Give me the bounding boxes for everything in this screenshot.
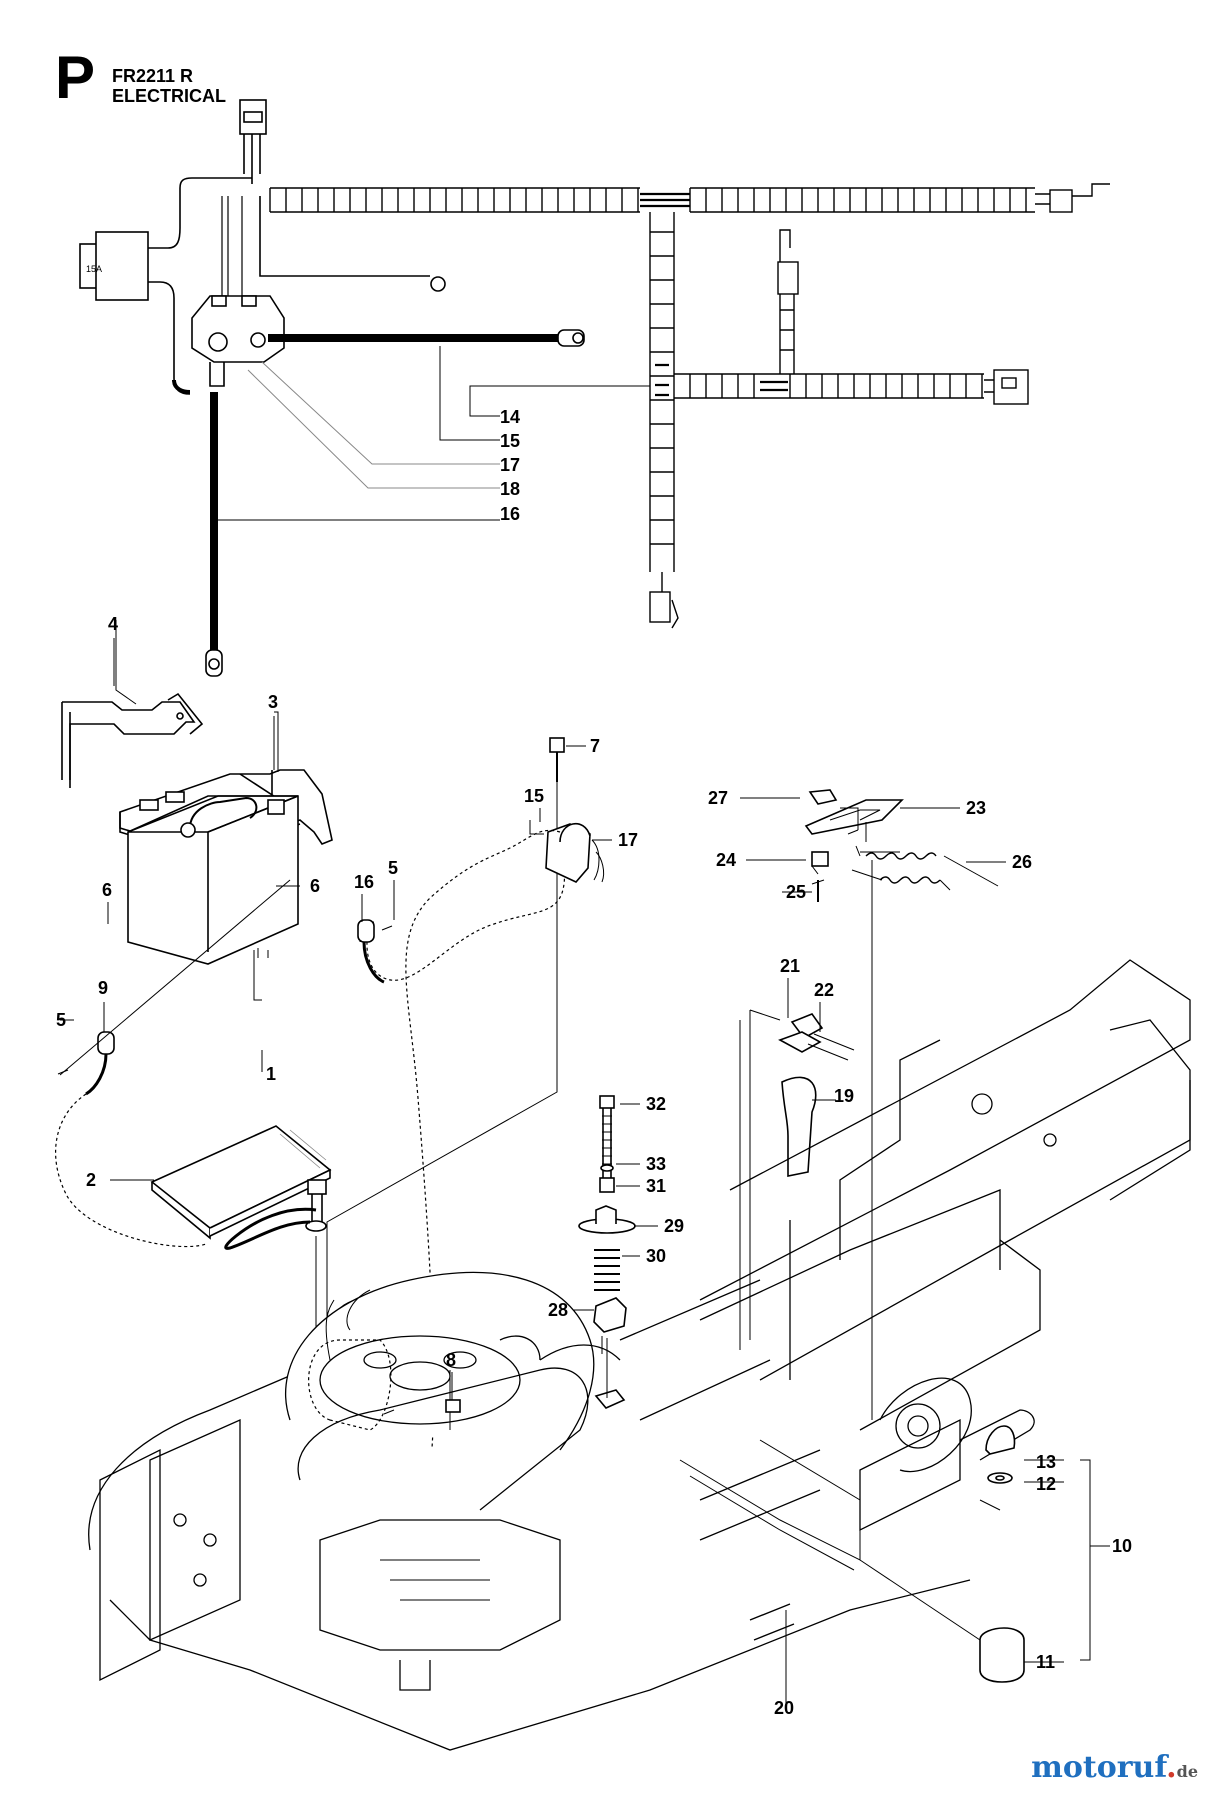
model-number: FR2211 R — [112, 66, 194, 86]
solenoid-block — [191, 196, 285, 387]
callout-9: 9 — [98, 978, 108, 998]
callout-31: 31 — [646, 1176, 666, 1196]
callout-16: 16 — [500, 504, 520, 524]
callout-17b: 17 — [618, 830, 638, 850]
leaders-top — [218, 346, 650, 521]
callout-15: 15 — [500, 431, 520, 451]
callout-7: 7 — [590, 736, 600, 756]
battery-bracket — [61, 620, 204, 788]
starter-solenoid-unit — [405, 822, 605, 1449]
svg-text:15A: 15A — [86, 264, 102, 274]
callout-12: 12 — [1036, 1474, 1056, 1494]
side-conduit — [674, 229, 1029, 405]
callout-21: 21 — [780, 956, 800, 976]
callout-28: 28 — [548, 1300, 568, 1320]
callout-11: 11 — [1036, 1652, 1055, 1672]
callout-10: 10 — [1112, 1536, 1132, 1556]
callout-16b: 16 — [354, 872, 374, 892]
seat-switch-bracket — [804, 789, 999, 1420]
callout-15b: 15 — [524, 786, 544, 806]
callout-27: 27 — [708, 788, 728, 808]
page-header: P FR2211 R ELECTRICAL — [55, 48, 375, 112]
main-conduit — [269, 183, 1110, 213]
battery-mat — [150, 1125, 332, 1240]
callout-19: 19 — [834, 1086, 854, 1106]
callout-26: 26 — [1012, 852, 1032, 872]
callout-24: 24 — [716, 850, 736, 870]
callout-32: 32 — [646, 1094, 666, 1114]
callout-17: 17 — [500, 455, 520, 475]
relay: 15A — [79, 177, 252, 395]
battery — [127, 795, 299, 965]
callout-30: 30 — [646, 1246, 666, 1266]
callout-22: 22 — [814, 980, 834, 1000]
callout-6a: 6 — [102, 880, 112, 900]
callout-29: 29 — [664, 1216, 684, 1236]
frame-and-engine — [88, 959, 1191, 1751]
callout-6b: 6 — [310, 876, 320, 896]
callout-23: 23 — [966, 798, 986, 818]
callout-5a: 5 — [388, 858, 398, 878]
page-title: ELECTRICAL — [112, 86, 226, 106]
callout-20: 20 — [774, 1698, 794, 1718]
section-letter: P — [55, 44, 96, 111]
callout-2: 2 — [86, 1170, 96, 1190]
callout-4: 4 — [108, 614, 118, 634]
callout-1: 1 — [266, 1064, 276, 1084]
watermark-logo: motoruf.de — [1031, 1750, 1198, 1785]
vertical-conduit — [649, 212, 679, 629]
callout-3: 3 — [268, 692, 278, 712]
callout-14: 14 — [500, 407, 520, 427]
bracket-19 — [781, 1076, 817, 1177]
wiring-harness: 15A — [79, 99, 1110, 677]
callout-33: 33 — [646, 1154, 666, 1174]
callout-8: 8 — [446, 1350, 456, 1370]
callout-18: 18 — [500, 479, 520, 499]
switch-21 — [739, 1009, 855, 1350]
bushing-set — [859, 1425, 1110, 1683]
callout-13: 13 — [1036, 1452, 1056, 1472]
